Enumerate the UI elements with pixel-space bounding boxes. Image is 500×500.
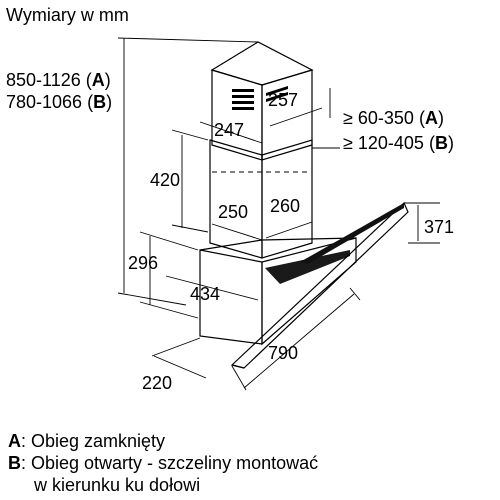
legend-text-b-cont: w kierunku ku dołowi [34, 475, 201, 495]
hood-body [199, 237, 357, 346]
lower-chimney-height-dim: 420 [150, 129, 209, 233]
upper-chimney [210, 41, 314, 161]
legend: A: Obieg zamknięty B: Obieg otwarty - sz… [8, 430, 318, 496]
legend-row-a: A: Obieg zamknięty [8, 430, 318, 452]
svg-text:780-1066 (B): 780-1066 (B) [6, 92, 112, 112]
hood-dimension-diagram: Wymiary w mm [6, 5, 454, 393]
label-a: A [92, 70, 105, 90]
svg-text:≥ 120-405 (B): ≥ 120-405 (B) [343, 133, 454, 153]
svg-text:850-1126 (A): 850-1126 (A) [6, 70, 111, 90]
gap-dim: ≥ 60-350 (A) ≥ 120-405 (B) [312, 88, 454, 153]
dim-220: 220 [142, 373, 172, 393]
diagram-title: Wymiary w mm [6, 5, 129, 25]
gap-b: ≥ 120-405 [343, 133, 424, 153]
total-height-dim: 850-1126 (A) 780-1066 (B) [6, 37, 259, 306]
dim-247: 247 [214, 120, 244, 140]
dim-260: 260 [270, 196, 300, 216]
lower-chimney [209, 139, 313, 259]
legend-key-a: A [8, 431, 21, 451]
glass-panel [230, 201, 409, 369]
dim-296: 296 [128, 253, 158, 273]
bottom-depth-dim: 220 [142, 337, 207, 393]
legend-text-b: : Obieg otwarty - szczeliny montować [21, 453, 319, 473]
glass-height-dim: 371 [404, 202, 454, 244]
legend-row-b-cont: w kierunku ku dołowi [8, 474, 318, 496]
dim-250: 250 [218, 202, 248, 222]
dim-434: 434 [190, 284, 220, 304]
vent-slots-right [266, 86, 288, 102]
dim-257: 257 [268, 90, 298, 110]
legend-text-a: : Obieg zamknięty [21, 431, 166, 451]
total-height-b: 780-1066 [6, 92, 82, 112]
svg-text:≥ 60-350 (A): ≥ 60-350 (A) [343, 108, 444, 128]
body-height-dim: 296 [128, 231, 199, 319]
label-b: B [93, 92, 106, 112]
dim-420: 420 [150, 170, 180, 190]
gap-a: ≥ 60-350 [343, 108, 414, 128]
total-height-a: 850-1126 [6, 70, 81, 90]
legend-key-b: B [8, 453, 21, 473]
dim-371: 371 [424, 217, 454, 237]
legend-row-b: B: Obieg otwarty - szczeliny montować [8, 452, 318, 474]
vent-slots-left [232, 89, 254, 110]
dim-790: 790 [268, 343, 298, 363]
